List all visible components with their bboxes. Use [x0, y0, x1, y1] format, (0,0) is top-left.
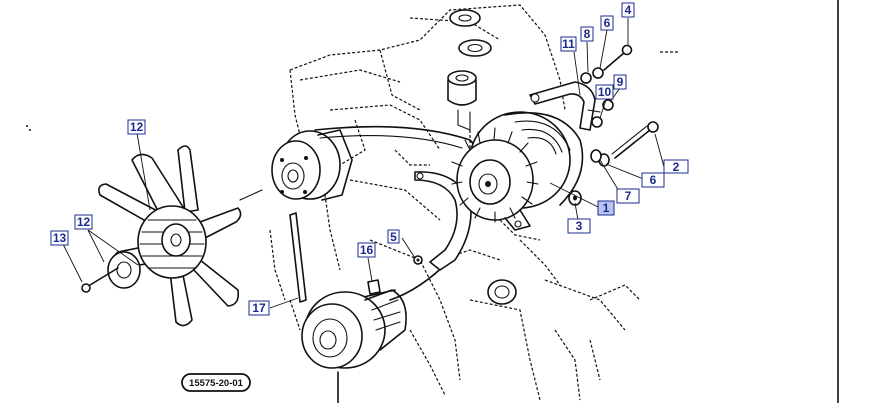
svg-text:16: 16: [360, 243, 374, 257]
svg-text:1: 1: [603, 201, 610, 215]
block-fitting: [487, 279, 517, 305]
svg-text:12: 12: [130, 120, 144, 134]
fan-bolt: [81, 267, 119, 293]
svg-text:4: 4: [625, 3, 632, 17]
woodruff-key: [367, 279, 381, 295]
svg-text:9: 9: [617, 75, 624, 89]
callout-4: 4: [621, 2, 635, 18]
scan-marks: [26, 51, 680, 201]
cooling-fan: [98, 145, 242, 327]
fan-spacer: [107, 251, 141, 289]
leader-lines: [62, 18, 665, 309]
callout-17: 17: [248, 300, 270, 316]
callout-16: 16: [357, 242, 376, 258]
thermostat-housing: [447, 9, 492, 131]
callout-10: 10: [595, 84, 614, 100]
callout-3: 3: [567, 218, 591, 234]
svg-text:17: 17: [252, 301, 266, 315]
callout-12-lower: 12: [74, 214, 93, 230]
svg-text:11: 11: [562, 37, 575, 51]
long-bolt: [611, 121, 659, 159]
callout-6-lower: 6: [641, 172, 665, 188]
callout-9: 9: [613, 74, 627, 90]
svg-text:6: 6: [604, 16, 611, 30]
svg-text:5: 5: [390, 230, 397, 244]
tension-rod: [289, 212, 307, 303]
water-pump-pulley: [271, 129, 353, 201]
callout-2: 2: [663, 159, 689, 174]
svg-text:12: 12: [77, 215, 91, 229]
callout-8: 8: [580, 26, 594, 42]
alternator-brace: [529, 81, 601, 131]
callout-7: 7: [616, 188, 640, 204]
alternator: [451, 111, 584, 231]
callout-5: 5: [387, 229, 400, 244]
fastener-stack: [580, 44, 633, 128]
reference-code: 15575-20-01: [189, 378, 244, 389]
callout-6-upper: 6: [600, 15, 614, 31]
callout-11: 11: [560, 36, 577, 52]
callout-13: 13: [50, 230, 69, 246]
svg-text:7: 7: [625, 189, 632, 203]
reference-code-badge: 15575-20-01: [181, 373, 251, 392]
crankshaft-pulley: [301, 289, 407, 403]
washer-stack: [568, 149, 610, 206]
svg-text:10: 10: [598, 85, 612, 99]
svg-text:6: 6: [650, 173, 657, 187]
callout-12-upper: 12: [127, 119, 146, 135]
svg-text:2: 2: [673, 160, 680, 174]
svg-text:13: 13: [53, 231, 67, 245]
callout-1: 1: [597, 200, 615, 216]
fan-belt: [314, 125, 481, 301]
svg-text:8: 8: [584, 27, 591, 41]
svg-text:3: 3: [576, 219, 583, 233]
